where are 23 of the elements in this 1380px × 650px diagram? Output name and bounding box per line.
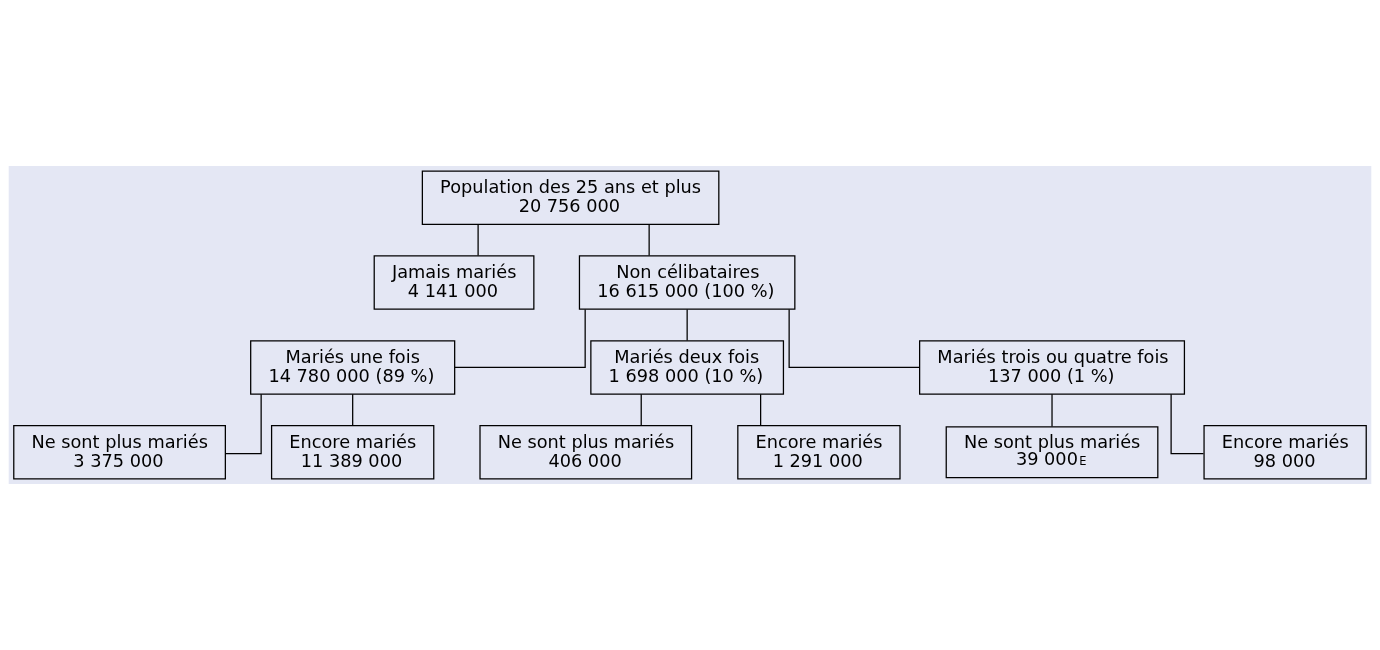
node-box: Encore mariés 98 000 (1203, 425, 1367, 480)
connector (352, 393, 354, 426)
connector (1170, 393, 1205, 455)
connector (1051, 393, 1053, 428)
connector (224, 393, 262, 455)
connector (788, 308, 921, 369)
connector (760, 393, 762, 426)
node-box: Mariés deux fois 1 698 000 (10 %) (590, 340, 785, 395)
node-box: Non célibataires 16 615 000 (100 %) (578, 255, 796, 310)
node-box: Ne sont plus mariés 39 000E (945, 426, 1159, 479)
node-box: Encore mariés 1 291 000 (737, 425, 901, 480)
connector (686, 308, 688, 342)
connector (640, 393, 642, 426)
node-box: Ne sont plus mariés 3 375 000 (13, 425, 226, 480)
connector (454, 308, 586, 369)
node-box: Mariés une fois 14 780 000 (89 %) (250, 340, 456, 395)
node-box: Ne sont plus mariés 406 000 (479, 425, 693, 480)
node-box: Mariés trois ou quatre fois 137 000 (1 %) (919, 340, 1186, 395)
node-box: Encore mariés 11 389 000 (270, 425, 435, 480)
node-box: Population des 25 ans et plus 20 756 000 (421, 170, 720, 225)
connector (648, 223, 650, 257)
connector (477, 223, 479, 257)
node-box: Jamais mariés 4 141 000 (373, 255, 535, 310)
